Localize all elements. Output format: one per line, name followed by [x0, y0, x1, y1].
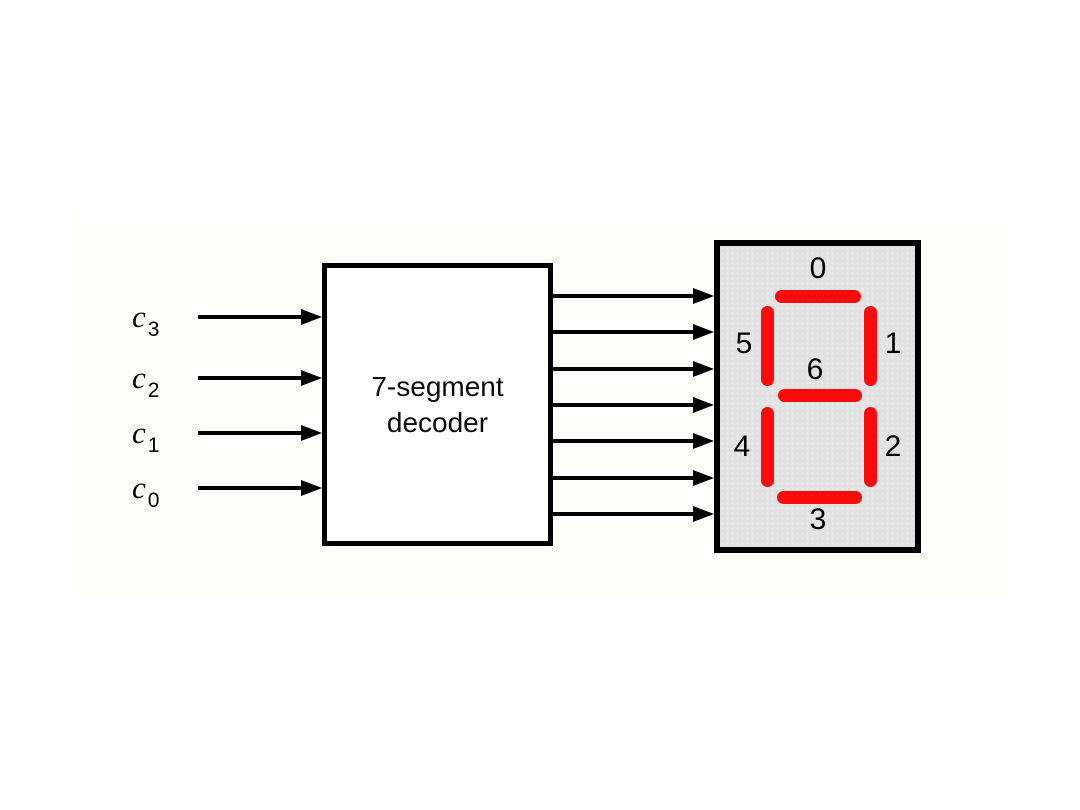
- input-variable: c: [132, 470, 146, 505]
- segment-label-0: 0: [809, 252, 827, 285]
- decoder-label-line2: decoder: [386, 406, 489, 438]
- arrow-shaft: [553, 367, 701, 371]
- arrow-shaft: [198, 431, 309, 435]
- input-variable: c: [132, 360, 146, 395]
- output-arrow-seg2: [553, 361, 714, 377]
- segment-5-top-left: [761, 306, 774, 386]
- input-arrow-c0: [198, 480, 322, 496]
- segment-4-bottom-left: [761, 407, 774, 487]
- segment-label-5: 5: [735, 327, 753, 360]
- arrow-shaft: [198, 376, 309, 380]
- input-subscript: 2: [147, 379, 160, 402]
- segment-label-1: 1: [884, 327, 902, 360]
- input-label-c1: c1: [132, 413, 159, 457]
- input-subscript: 1: [147, 434, 160, 457]
- input-label-c3: c3: [132, 297, 159, 341]
- output-arrow-seg3: [553, 397, 714, 413]
- arrowhead-icon: [693, 288, 714, 304]
- decoder-label: 7-segment decoder: [371, 369, 503, 441]
- arrowhead-icon: [301, 370, 322, 386]
- segment-0-top: [775, 290, 861, 303]
- arrow-shaft: [553, 403, 701, 407]
- segment-3-bottom: [777, 491, 862, 504]
- input-arrow-c3: [198, 309, 322, 325]
- arrowhead-icon: [693, 324, 714, 340]
- input-arrow-c2: [198, 370, 322, 386]
- segment-label-6: 6: [806, 353, 824, 386]
- arrowhead-icon: [301, 480, 322, 496]
- output-arrow-seg4: [553, 433, 714, 449]
- input-subscript: 0: [147, 489, 160, 512]
- input-subscript: 3: [147, 318, 160, 341]
- input-variable: c: [132, 415, 146, 450]
- arrow-shaft: [553, 512, 701, 516]
- output-arrow-seg5: [553, 470, 714, 486]
- arrowhead-icon: [693, 361, 714, 377]
- segment-1-top-right: [864, 306, 877, 386]
- input-arrow-c1: [198, 425, 322, 441]
- segment-2-bottom-right: [864, 407, 877, 487]
- arrowhead-icon: [693, 470, 714, 486]
- segment-label-3: 3: [809, 503, 827, 536]
- segment-6-middle: [778, 389, 862, 402]
- arrow-shaft: [553, 330, 701, 334]
- segment-label-2: 2: [884, 430, 902, 463]
- input-variable: c: [132, 299, 146, 334]
- input-label-c0: c0: [132, 468, 159, 512]
- arrow-shaft: [553, 439, 701, 443]
- arrowhead-icon: [693, 433, 714, 449]
- output-arrow-seg6: [553, 506, 714, 522]
- arrow-shaft: [198, 315, 309, 319]
- decoder-label-line1: 7-segment: [371, 370, 504, 402]
- arrowhead-icon: [693, 506, 714, 522]
- output-arrow-seg1: [553, 324, 714, 340]
- output-arrow-seg0: [553, 288, 714, 304]
- arrow-shaft: [553, 476, 701, 480]
- segment-label-4: 4: [733, 430, 751, 463]
- arrowhead-icon: [693, 397, 714, 413]
- input-label-c2: c2: [132, 358, 159, 402]
- arrowhead-icon: [301, 309, 322, 325]
- decoder-box: 7-segment decoder: [322, 263, 553, 546]
- arrowhead-icon: [301, 425, 322, 441]
- arrow-shaft: [553, 294, 701, 298]
- arrow-shaft: [198, 486, 309, 490]
